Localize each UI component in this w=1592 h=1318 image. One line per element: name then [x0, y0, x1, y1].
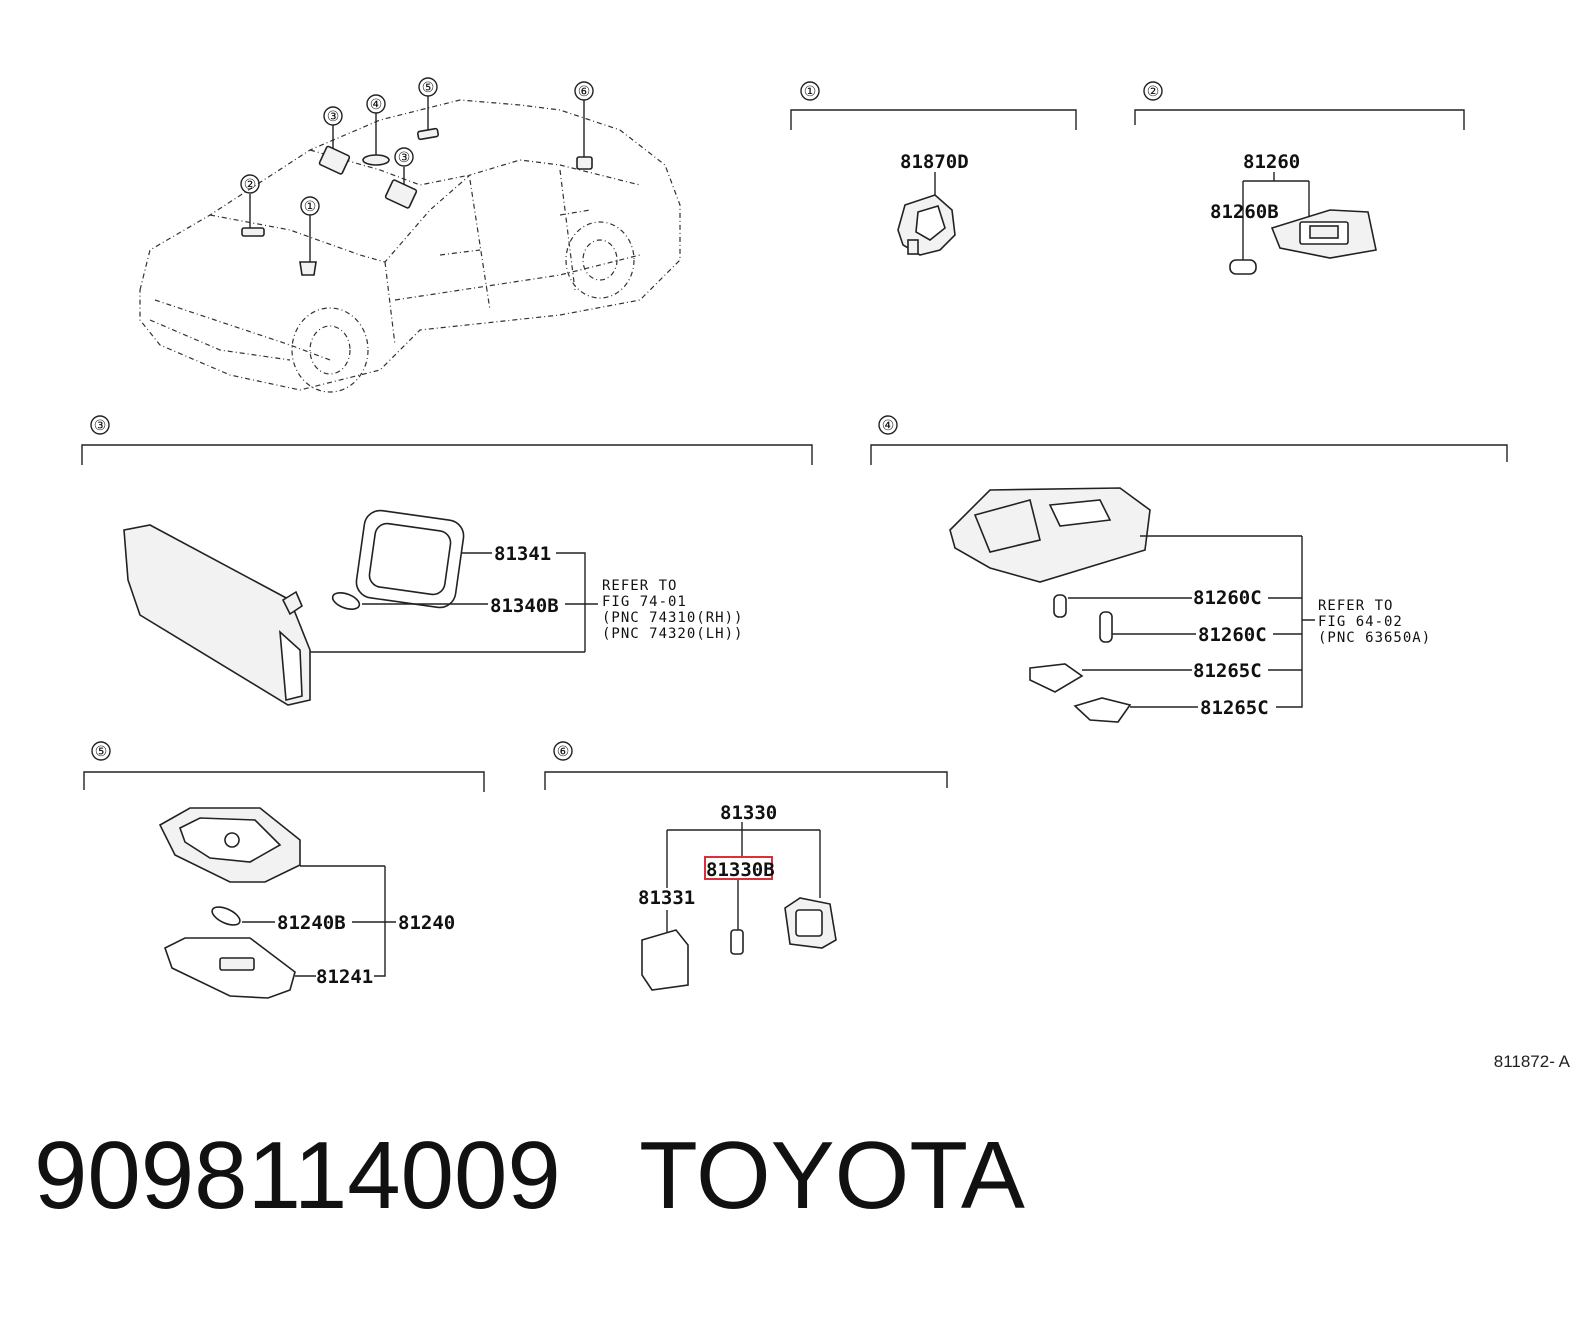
bulb-81340B	[331, 592, 361, 610]
svg-text:(PNC 74310(RH)): (PNC 74310(RH))	[602, 610, 743, 626]
vanity-lamp-part	[1270, 209, 1377, 259]
svg-text:FIG 64-02: FIG 64-02	[1318, 614, 1403, 630]
part-81265C-a-label: 81265C	[1193, 660, 1262, 682]
svg-text:③: ③	[327, 109, 340, 125]
section-1: ① 81870D	[790, 81, 1077, 256]
svg-text:FIG 74-01: FIG 74-01	[602, 594, 687, 610]
svg-text:②: ②	[244, 177, 257, 193]
lamp-socket-part	[897, 194, 956, 256]
part-81340B-label: 81340B	[490, 595, 559, 617]
callout-1: ①	[300, 196, 320, 216]
callout-3b: ③	[394, 147, 414, 167]
part-81260C-b-label: 81260C	[1198, 624, 1267, 646]
bulb-81260C-b	[1099, 611, 1113, 643]
map-lamp-assembly	[949, 487, 1151, 583]
section-4: ④ 81260C 81260C 81265C 81265C REFER TO	[870, 415, 1508, 723]
sun-visor-part	[123, 524, 311, 706]
car-overview: ① ② ③ ④ ⑤ ⑥ ③	[139, 77, 681, 393]
lens-81241	[164, 937, 296, 999]
part-number: 9098114009	[34, 1122, 561, 1229]
part-81241-label: 81241	[316, 966, 373, 988]
lens-81331	[641, 929, 689, 991]
product-caption: 9098114009 TOYOTA	[34, 1128, 1025, 1224]
bulb-81330B	[730, 929, 744, 955]
part-81240B-label: 81240B	[277, 912, 346, 934]
socket-81330	[784, 897, 837, 949]
lens-81265C-a	[1029, 663, 1084, 693]
bulb-81240B	[211, 906, 241, 926]
callout-5: ⑤	[418, 77, 438, 97]
part-81260C-a-label: 81260C	[1193, 587, 1262, 609]
part-81870D-label: 81870D	[900, 151, 969, 173]
svg-text:(PNC 74320(LH)): (PNC 74320(LH))	[602, 626, 743, 642]
section-4-number: ④	[882, 418, 895, 434]
bulb-81260C-a	[1053, 594, 1067, 618]
section-6-number: ⑥	[557, 744, 570, 760]
section-2: ② 81260 81260B	[1134, 81, 1465, 275]
section-3: ③ 81341 81340B REFER TO FIG 74-01 (PNC 7…	[81, 415, 813, 706]
part-81330B-label: 81330B	[706, 859, 775, 881]
part-81265C-b-label: 81265C	[1200, 697, 1269, 719]
callout-2: ②	[240, 174, 260, 194]
section-5-number: ⑤	[95, 744, 108, 760]
svg-text:⑥: ⑥	[578, 84, 591, 100]
part-81330-label: 81330	[720, 802, 777, 824]
callout-3: ③	[323, 106, 343, 126]
refer-note-3: REFER TO FIG 74-01 (PNC 74310(RH)) (PNC …	[602, 578, 743, 642]
section-6: ⑥ 81330 81330B 81331	[544, 741, 948, 991]
section-2-number: ②	[1147, 84, 1160, 100]
part-81331-label: 81331	[638, 887, 695, 909]
svg-text:③: ③	[398, 150, 411, 166]
svg-text:REFER TO: REFER TO	[1318, 598, 1393, 614]
lens-81341	[355, 509, 465, 609]
bulb-81260B	[1229, 259, 1257, 275]
callout-6: ⑥	[574, 81, 594, 101]
svg-text:⑤: ⑤	[422, 80, 435, 96]
brand-name: TOYOTA	[639, 1122, 1025, 1229]
svg-text:①: ①	[304, 199, 317, 215]
highlight-box	[704, 856, 773, 880]
figure-code: 811872- A	[1493, 1052, 1570, 1071]
part-81260B-label: 81260B	[1210, 201, 1279, 223]
dome-lamp-housing	[158, 807, 301, 883]
part-81341-label: 81341	[494, 543, 551, 565]
section-5: ⑤ 81240B 81240 81241	[83, 741, 485, 999]
svg-text:(PNC 63650A): (PNC 63650A)	[1318, 630, 1431, 646]
refer-note-4: REFER TO FIG 64-02 (PNC 63650A)	[1318, 598, 1431, 646]
svg-text:REFER TO: REFER TO	[602, 578, 677, 594]
callout-4: ④	[366, 94, 386, 114]
section-1-number: ①	[804, 84, 817, 100]
part-81260-label: 81260	[1243, 151, 1300, 173]
section-3-number: ③	[94, 418, 107, 434]
lens-81265C-b	[1073, 697, 1132, 723]
part-81240-label: 81240	[398, 912, 455, 934]
svg-text:④: ④	[370, 97, 383, 113]
